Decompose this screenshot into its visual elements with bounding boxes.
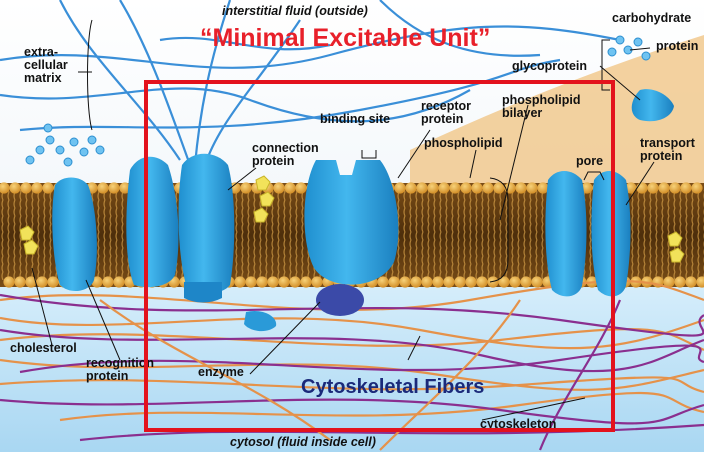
- phospholipid-head: [42, 182, 53, 193]
- phospholipid-head: [20, 182, 31, 193]
- carbohydrate-label: carbohydrate: [612, 12, 691, 25]
- phospholipid-head: [691, 182, 702, 193]
- protein-label: protein: [656, 40, 698, 53]
- extracellular-matrix-label: extra- cellular matrix: [24, 46, 68, 85]
- phospholipid-head: [31, 182, 42, 193]
- phospholipid-head: [47, 276, 58, 287]
- phospholipid-head: [113, 276, 124, 287]
- phospholipid-head: [647, 182, 658, 193]
- phospholipid-head: [14, 276, 25, 287]
- cytosol-label: cytosol (fluid inside cell): [230, 436, 376, 449]
- phospholipid-head: [102, 276, 113, 287]
- phospholipid-head: [9, 182, 20, 193]
- interstitial-fluid-label: interstitial fluid (outside): [222, 5, 368, 18]
- phospholipid-head: [680, 182, 691, 193]
- main-title: “Minimal Excitable Unit”: [200, 24, 490, 53]
- phospholipid-head: [3, 276, 14, 287]
- phospholipid-head: [658, 182, 669, 193]
- minimal-excitable-unit-frame: [144, 80, 615, 432]
- phospholipid-head: [674, 276, 685, 287]
- cholesterol-label: cholesterol: [10, 342, 77, 355]
- glycoprotein-label: glycoprotein: [512, 60, 587, 73]
- phospholipid-head: [97, 182, 108, 193]
- recognition-protein-shape: [52, 178, 97, 292]
- phospholipid-head: [108, 182, 119, 193]
- phospholipid-head: [636, 182, 647, 193]
- transport-protein-label: transport protein: [640, 137, 695, 163]
- phospholipid-head: [36, 276, 47, 287]
- phospholipid-head: [669, 182, 680, 193]
- phospholipid-head: [685, 276, 696, 287]
